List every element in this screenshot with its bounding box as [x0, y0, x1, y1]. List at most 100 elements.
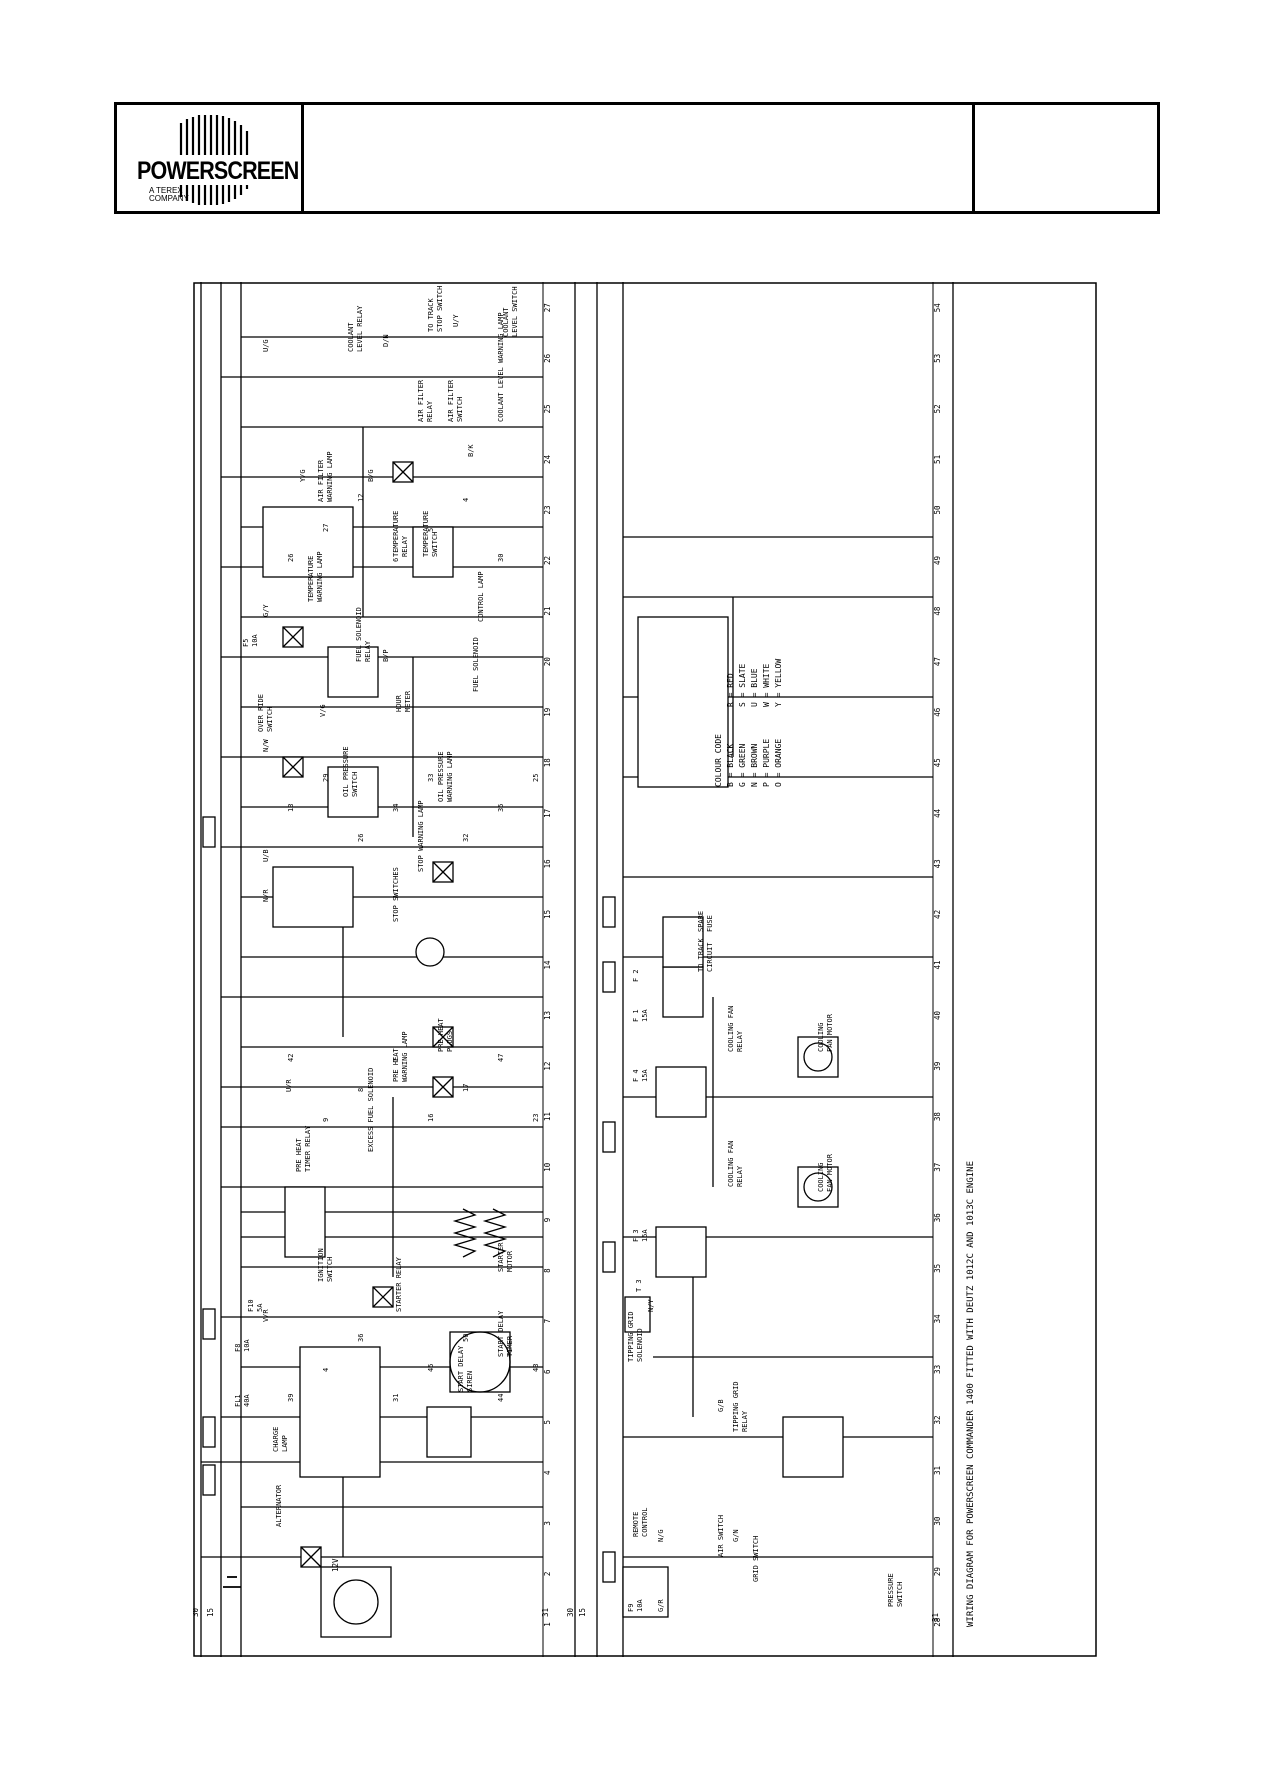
label-hour-meter: HOUR	[395, 694, 403, 712]
wire-label: G/B	[717, 1399, 725, 1412]
battery-label: 12V	[331, 1558, 340, 1572]
label-f10: F10	[247, 1299, 255, 1312]
label-fan-motor-2: COOLING	[817, 1022, 825, 1052]
label-pre-heat-relay: TIMER RELAY	[304, 1125, 312, 1172]
wire-label: V/R	[262, 1309, 270, 1322]
label-coolant-switch: COOLANT	[502, 307, 510, 337]
scale-number-bottom: 39	[933, 1062, 942, 1071]
label-start-delay-siren: SIREN	[466, 1371, 474, 1392]
label-fan-relay-1: RELAY	[736, 1165, 744, 1187]
wire-label: G/Y	[262, 604, 270, 617]
scale-number-top: 18	[543, 758, 552, 768]
label-oil-switch: SWITCH	[351, 772, 359, 797]
label-remote-control: REMOTE	[632, 1512, 640, 1537]
node-number: 12	[357, 494, 365, 502]
tipping-relay-box	[782, 1416, 844, 1478]
scale-number-bottom: 51	[933, 455, 942, 464]
scale-number-bottom: 42	[933, 910, 942, 919]
revision-cell	[975, 105, 1157, 211]
svg-text:P = PURPLE: P = PURPLE	[762, 739, 771, 787]
node-number: 6	[392, 558, 400, 562]
label-coolant-switch: LEVEL SWITCH	[511, 286, 519, 337]
node-number: 43	[532, 1364, 540, 1372]
svg-text:N = BROWN: N = BROWN	[750, 743, 759, 787]
label-ignition-switch: SWITCH	[326, 1257, 334, 1282]
f1-fuse-icon	[602, 961, 616, 993]
label-hour-meter: METER	[404, 690, 412, 712]
label-spare-fuse: FUSE	[706, 915, 714, 932]
air-filter-relay-box	[327, 646, 379, 698]
node-number: 8	[357, 1088, 365, 1092]
f4-fuse-icon	[602, 1121, 616, 1153]
scale-number-bottom: 50	[933, 505, 942, 515]
scale-number-bottom: 30	[933, 1516, 942, 1526]
node-number: 32	[462, 834, 470, 842]
label-fan-relay-2: RELAY	[736, 1030, 744, 1052]
label-f5: F5	[242, 639, 250, 647]
diagram-title: WIRING DIAGRAM FOR POWERSCREEN COMMANDER…	[966, 1161, 976, 1627]
node-number: 50	[462, 1334, 470, 1342]
scale-number-top: 24	[543, 454, 552, 464]
scale-number-bottom: 33	[933, 1365, 942, 1374]
scale-number-top: 5	[543, 1420, 552, 1425]
label-starter-motor: MOTOR	[506, 1250, 514, 1272]
label-remote-control: CONTROL	[641, 1507, 649, 1537]
scale-number-bottom: 37	[933, 1163, 942, 1172]
wire-label: V/G	[319, 704, 327, 717]
node-number: 25	[532, 774, 540, 782]
label-grid-switch: GRID SWITCH	[752, 1536, 760, 1582]
control-lamp-icon	[432, 861, 454, 883]
rail-30-right: 30	[566, 1607, 575, 1617]
label-pre-heat-plugs: PRE HEAT	[437, 1017, 445, 1052]
scale-number-bottom: 52	[933, 404, 942, 413]
scale-number-bottom: 41	[933, 960, 942, 969]
label-oil-lamp: WARNING LAMP	[446, 751, 454, 802]
label-f8: 10A	[243, 1339, 251, 1352]
label-charge-lamp: LAMP	[281, 1435, 289, 1452]
label-start-delay-siren: START DELAY	[457, 1345, 465, 1392]
label-fan-relay-2: COOLING FAN	[727, 1006, 735, 1052]
scale-number-top: 25	[543, 404, 552, 413]
label-temp-lamp: WARNING LAMP	[316, 551, 324, 602]
node-number: 5	[427, 528, 435, 532]
scale-number-top: 10	[543, 1162, 552, 1172]
label-charge-lamp: CHARGE	[272, 1427, 280, 1452]
node-number: 17	[462, 1084, 470, 1092]
colour-code-box	[637, 616, 729, 788]
label-coolant-relay: LEVEL RELAY	[356, 305, 364, 352]
track-circuit-box	[662, 966, 704, 1018]
label-f9: 10A	[636, 1599, 644, 1612]
label-pressure-switch: PRESSURE	[887, 1573, 895, 1607]
label-f10: 5A	[256, 1303, 264, 1312]
label-stop-lamp: STOP WARNING LAMP	[417, 800, 425, 872]
scale-number-top: 6	[543, 1369, 552, 1374]
node-number: 30	[497, 554, 505, 562]
label-f3: 15A	[641, 1229, 649, 1242]
wire-label: N/Y	[647, 1299, 655, 1312]
scale-number-bottom: 49	[933, 556, 942, 565]
node-number: 47	[497, 1054, 505, 1062]
oil-lamp-icon	[432, 1026, 454, 1048]
wire-label: U/G	[262, 339, 270, 352]
scale-number-bottom: 54	[933, 303, 942, 313]
stop-lamp-icon	[432, 1076, 454, 1098]
label-starter-relay: STARTER RELAY	[395, 1256, 403, 1312]
wire-label: U/B	[262, 849, 270, 862]
svg-text:G = GREEN: G = GREEN	[738, 743, 747, 787]
logo-subtitle: A TEREX COMPANY	[149, 186, 189, 203]
label-control-lamp: CONTROL LAMP	[477, 571, 485, 622]
label-temp-relay: RELAY	[401, 535, 409, 557]
node-number: 44	[497, 1394, 505, 1402]
label-air-filter-lamp: AIR FILTER	[317, 459, 325, 502]
node-number: 36	[357, 1334, 365, 1342]
label-air-filter-switch: AIR FILTER	[447, 379, 455, 422]
ignition-switch-box	[299, 1346, 381, 1478]
powerscreen-logo-icon	[129, 115, 279, 205]
label-fl1: 40A	[243, 1394, 251, 1407]
scale-number-top: 15	[543, 910, 552, 919]
fl1-fuse-icon	[202, 1464, 216, 1496]
label-track-stop: TO TRACK	[427, 297, 435, 332]
scale-number-top: 19	[543, 708, 552, 717]
node-number: 27	[322, 524, 330, 532]
f8-fuse-icon	[202, 1416, 216, 1448]
